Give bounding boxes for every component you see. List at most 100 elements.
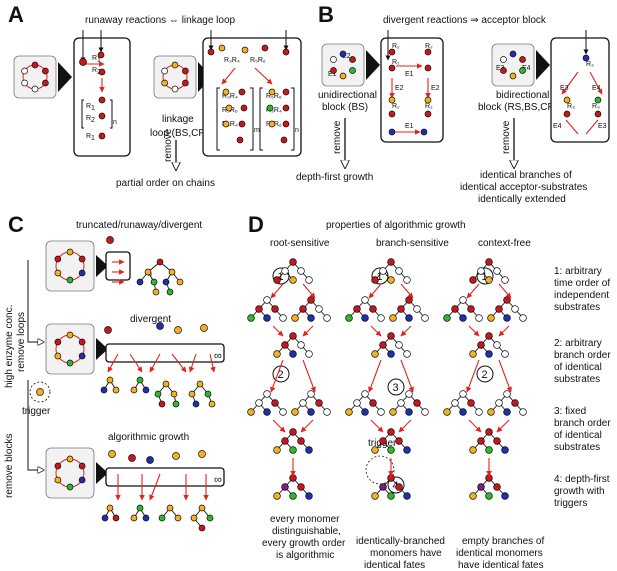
svg-text:1: 1: [91, 135, 95, 142]
monomer-164: [291, 408, 299, 416]
monomer-60: [330, 67, 337, 74]
monomer-137: [263, 296, 271, 304]
panel-b-header: divergent reactions ⇒ acceptor block: [383, 15, 547, 26]
monomer-167: [289, 428, 297, 436]
monomer-96: [200, 324, 208, 332]
monomer-250: [501, 350, 509, 358]
monomer-44: [268, 88, 276, 96]
svg-text:E1: E1: [328, 71, 337, 78]
reaction-arrow: [188, 353, 197, 373]
monomer-84: [144, 268, 152, 276]
panel-d-letter: D: [248, 212, 264, 237]
monomer-184: [403, 276, 411, 284]
monomer-25: [78, 462, 86, 470]
monomer-48: [266, 104, 274, 112]
reaction-arrow: [302, 283, 316, 299]
reaction-arrow: [107, 353, 119, 373]
panel-b-result-left: depth-first growth: [296, 172, 373, 183]
svg-text:R₃: R₃: [592, 103, 600, 110]
reaction-arrow: [370, 419, 384, 433]
monomer-246: [477, 341, 485, 349]
monomer-254: [443, 408, 451, 416]
monomer-104: [154, 390, 162, 398]
monomer-214: [421, 408, 429, 416]
monomer-163: [315, 399, 323, 407]
monomer-88: [162, 278, 170, 286]
svg-text:2: 2: [91, 117, 95, 124]
monomer-89: [176, 278, 184, 286]
trigger-label: trigger: [22, 406, 51, 417]
svg-text:E2: E2: [431, 85, 440, 92]
svg-text:R: R: [92, 55, 97, 62]
monomer-38: [218, 44, 226, 52]
side-label-3: remove blocks: [4, 434, 15, 498]
monomer-13: [78, 255, 86, 263]
svg-text:R₃R₄: R₃R₄: [224, 57, 240, 64]
monomer-47: [240, 104, 248, 112]
monomer-130: [198, 524, 206, 532]
monomer-230: [469, 276, 477, 284]
monomer-32: [97, 51, 105, 59]
monomer-208: [377, 408, 385, 416]
monomer-240: [495, 305, 503, 313]
monomer-52: [268, 120, 276, 128]
monomer-191: [405, 296, 413, 304]
svg-text:1: 1: [91, 105, 95, 112]
monomer-263: [485, 428, 493, 436]
monomer-125: [158, 514, 166, 522]
svg-text:∞: ∞: [214, 350, 222, 362]
monomer-103: [162, 380, 170, 388]
monomer-180: [379, 267, 387, 275]
monomer-177: [289, 492, 297, 500]
svg-text:identical fates: identical fates: [364, 560, 425, 571]
monomer-5: [21, 67, 28, 75]
monomer-31: [79, 58, 87, 66]
monomer-204: [353, 399, 361, 407]
c-box-3: [105, 467, 225, 487]
svg-text:n: n: [295, 127, 299, 134]
monomer-144: [299, 305, 307, 313]
monomer-212: [389, 408, 397, 416]
reaction-arrow: [272, 419, 286, 433]
monomer-53: [282, 120, 290, 128]
monomer-223: [395, 483, 403, 491]
svg-text:R₂: R₂: [425, 43, 433, 50]
monomer-132: [281, 267, 289, 275]
monomer-238: [475, 314, 483, 322]
monomer-72: [509, 50, 517, 58]
svg-text:E2: E2: [342, 53, 351, 60]
monomer-220: [403, 446, 411, 454]
monomer-255: [459, 408, 467, 416]
monomer-11: [161, 67, 168, 75]
monomer-200: [371, 350, 379, 358]
svg-text:every monomer: every monomer: [270, 514, 340, 525]
monomer-90: [152, 288, 160, 296]
monomer-178: [305, 492, 313, 500]
monomer-17: [54, 255, 62, 263]
network-thumbnail: [13, 55, 57, 99]
monomer-49: [282, 104, 290, 112]
monomer-168: [281, 437, 289, 445]
svg-text:R₅R₆: R₅R₆: [250, 57, 266, 64]
monomer-224: [371, 492, 379, 500]
divergent-label: divergent: [130, 314, 171, 325]
monomer-62: [388, 48, 396, 56]
svg-text:every growth order: every growth order: [262, 538, 346, 549]
monomer-209: [405, 390, 413, 398]
monomer-80: [594, 96, 602, 104]
bi-thumbnail: [491, 43, 535, 87]
reaction-arrow: [400, 359, 414, 393]
monomer-235: [467, 305, 475, 313]
svg-text:of identical: of identical: [554, 362, 602, 373]
monomer-136: [305, 276, 313, 284]
col-header-2: branch-sensitive: [376, 238, 449, 249]
monomer-239: [503, 296, 511, 304]
reaction-arrow: [468, 419, 482, 433]
monomer-65: [424, 64, 432, 72]
monomer-234: [451, 305, 459, 313]
monomer-272: [469, 492, 477, 500]
monomer-131: [289, 258, 297, 266]
monomer-34: [98, 96, 106, 104]
svg-text:R: R: [86, 103, 91, 110]
panel-d-header: properties of algorithmic growth: [326, 220, 466, 231]
